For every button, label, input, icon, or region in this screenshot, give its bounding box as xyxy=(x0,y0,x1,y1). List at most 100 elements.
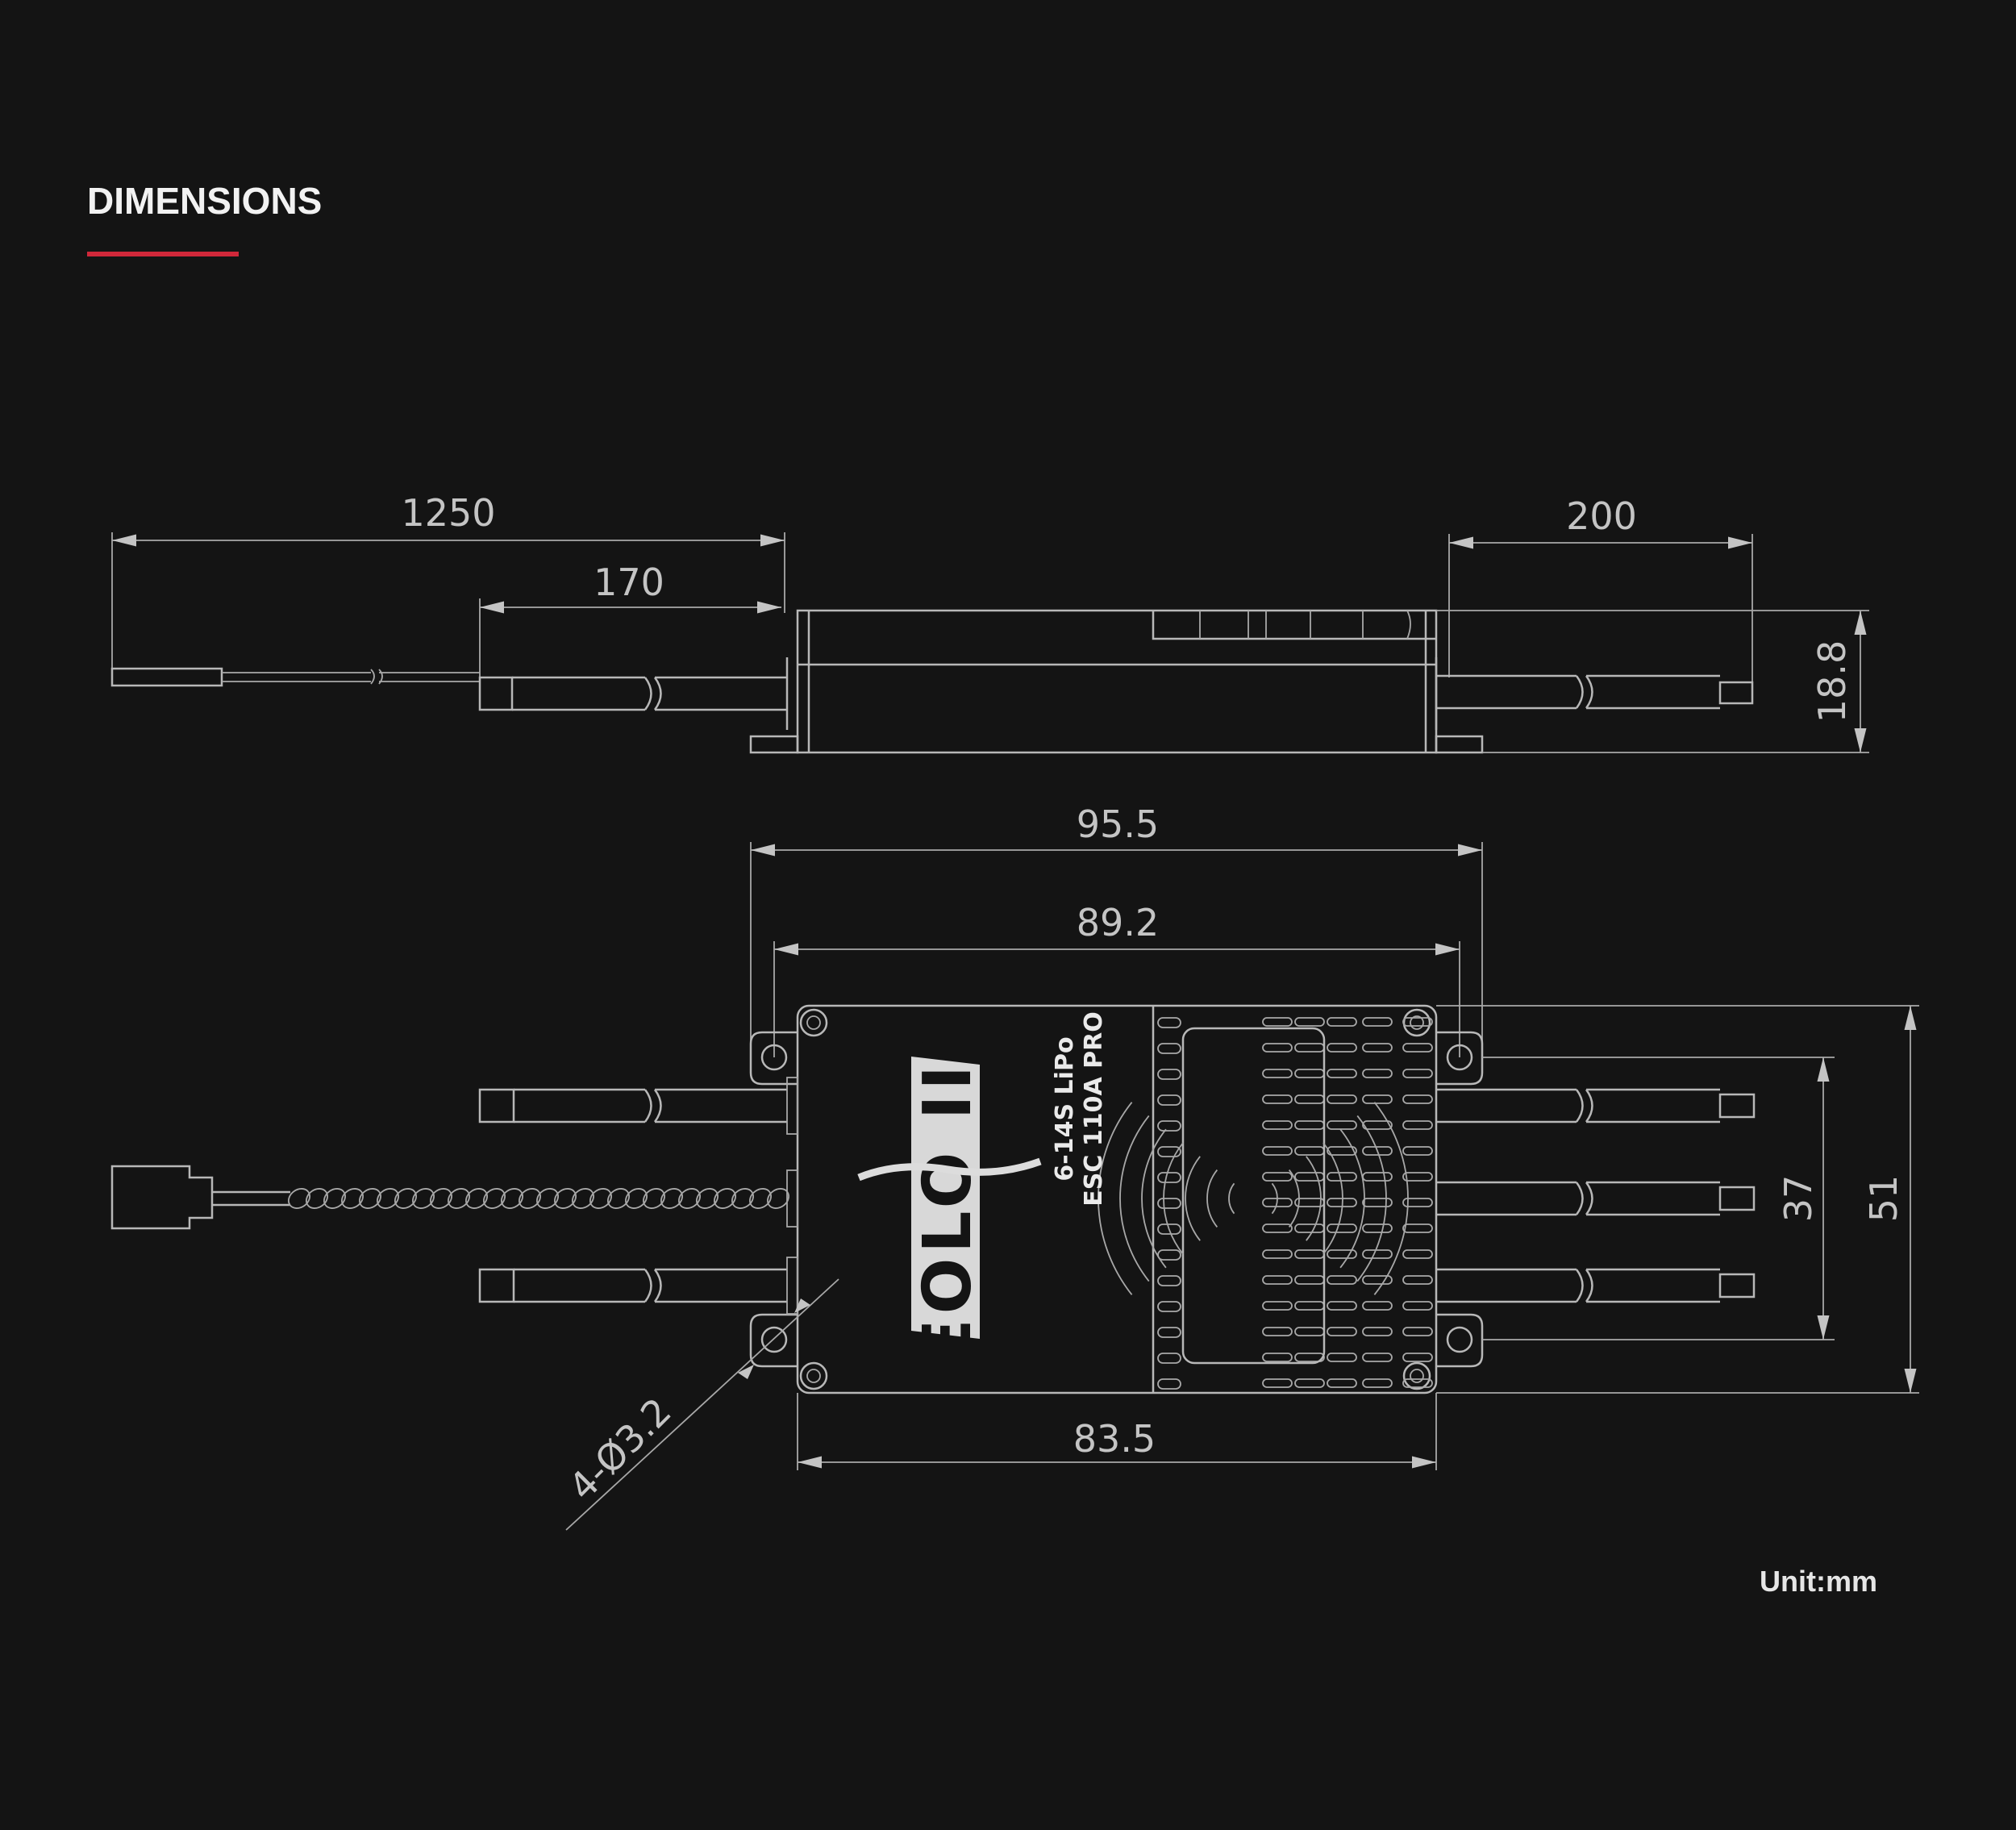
wire-twist xyxy=(572,1188,594,1209)
logo-text: EOLO III xyxy=(910,1032,986,1365)
eolo-logo: EOLO III xyxy=(857,1032,1042,1365)
left-power-cable xyxy=(514,1268,787,1303)
wire-twist xyxy=(341,1188,364,1209)
fin-slot xyxy=(1327,1249,1357,1259)
wire-twist xyxy=(589,1188,612,1209)
fin-slot xyxy=(1262,1172,1293,1182)
wire-twist xyxy=(377,1188,399,1209)
cable-cap xyxy=(478,1268,515,1303)
side-view: 1250 170 200 18.8 xyxy=(110,491,1869,754)
fin-slot xyxy=(1157,1043,1181,1054)
fin-slot xyxy=(1157,1094,1181,1106)
left-cables xyxy=(478,1077,798,1315)
fin-slot xyxy=(1327,1301,1357,1311)
flange-bottom-left xyxy=(749,1313,798,1368)
vent-arc xyxy=(1185,1156,1201,1241)
dimension-label-170: 170 xyxy=(594,561,664,604)
fin-slot xyxy=(1262,1094,1293,1104)
fin-slot xyxy=(1294,1353,1325,1362)
fin-slot xyxy=(1362,1223,1393,1233)
fin-slot xyxy=(1294,1043,1325,1053)
fin-slot xyxy=(1294,1301,1325,1311)
fin-slot xyxy=(1262,1043,1293,1053)
dimension-label-83-5: 83.5 xyxy=(1073,1417,1156,1461)
fin-slot xyxy=(1402,1223,1433,1233)
wire-twist xyxy=(306,1188,328,1209)
signal-connector xyxy=(110,667,223,687)
cable-gland xyxy=(786,1257,798,1315)
leader-arrows xyxy=(738,1299,810,1379)
esc-label-cells: 6-14S LiPo xyxy=(1051,1036,1079,1181)
fin-slot xyxy=(1327,1353,1357,1362)
fin-slot xyxy=(1362,1378,1393,1388)
fin-slot xyxy=(1362,1327,1393,1336)
vent-arc xyxy=(1163,1142,1184,1255)
wire-twist xyxy=(323,1188,346,1209)
fin-slot xyxy=(1262,1301,1293,1311)
fin-slot xyxy=(1294,1378,1325,1388)
wire-twist xyxy=(607,1188,630,1209)
signal-wire xyxy=(222,669,480,685)
top-view: 95.5 89.2 EOLO III xyxy=(110,802,1919,1531)
fin-slot xyxy=(1262,1353,1293,1362)
fin-slot xyxy=(1402,1120,1433,1130)
cable-gland xyxy=(786,1169,798,1228)
cable-cap xyxy=(1718,1093,1756,1119)
fin-slot xyxy=(1327,1069,1357,1078)
fan-cover xyxy=(1181,1027,1326,1365)
heatsink-fins-side xyxy=(1199,610,1411,640)
body-lip xyxy=(785,657,1438,730)
fin-slot xyxy=(1157,1198,1181,1209)
fin-slot xyxy=(1294,1275,1325,1285)
right-power-cable xyxy=(1436,674,1720,710)
fin-slot xyxy=(1362,1353,1393,1362)
fin-slot xyxy=(1327,1223,1357,1233)
fin-slot xyxy=(1362,1146,1393,1156)
fin-slot xyxy=(1157,1275,1181,1286)
wire-twist xyxy=(412,1188,435,1209)
fin-slot xyxy=(1294,1223,1325,1233)
fin-slot xyxy=(1157,1172,1181,1183)
dimension-label-1250: 1250 xyxy=(401,491,495,535)
fin-slot xyxy=(1327,1146,1357,1156)
fin-slot xyxy=(1402,1301,1433,1311)
flange-bottom-right xyxy=(1436,1313,1484,1368)
wire-twist xyxy=(394,1188,417,1209)
propeller-icon xyxy=(857,1157,1042,1182)
heatsink-fins xyxy=(1157,1017,1433,1390)
fin-slot xyxy=(1157,1378,1181,1390)
vent-arc xyxy=(1339,1128,1365,1269)
fin-slot xyxy=(1327,1017,1357,1027)
vent-arc xyxy=(1322,1142,1343,1255)
vent-arc xyxy=(1119,1115,1150,1282)
fin-slot xyxy=(1402,1327,1433,1336)
corner-screw xyxy=(799,1008,828,1037)
fin-slot xyxy=(1402,1069,1433,1078)
fin-slot xyxy=(1157,1353,1181,1364)
vent-arc xyxy=(1141,1128,1167,1269)
corner-screw-inner xyxy=(806,1369,821,1383)
fin-slot xyxy=(1402,1172,1433,1182)
hole-leader-line xyxy=(565,1278,839,1531)
fin-slot xyxy=(1402,1275,1433,1285)
wire-twist xyxy=(714,1188,736,1209)
fin-slot xyxy=(1362,1017,1393,1027)
signal-wire-lead xyxy=(212,1190,290,1207)
dimension-label-89-2: 89.2 xyxy=(1077,901,1159,944)
fin-slot xyxy=(1362,1120,1393,1130)
signal-connector-plug xyxy=(110,1165,214,1230)
wire-twist xyxy=(483,1188,506,1209)
cable-cap xyxy=(478,1088,515,1123)
fin-slot xyxy=(1402,1198,1433,1207)
wire-twist xyxy=(643,1188,665,1209)
fan-vent-arcs xyxy=(1098,1102,1409,1295)
dimension-label-200: 200 xyxy=(1566,494,1637,538)
wire-twist xyxy=(501,1188,523,1209)
hole-callout-label: 4-Ø3.2 xyxy=(560,1390,680,1509)
esc-label-model: ESC 110A PRO xyxy=(1080,1011,1108,1206)
fin-slot xyxy=(1157,1120,1181,1132)
fin-slot xyxy=(1402,1353,1433,1362)
fin-slot xyxy=(1362,1301,1393,1311)
fin-slot xyxy=(1327,1094,1357,1104)
